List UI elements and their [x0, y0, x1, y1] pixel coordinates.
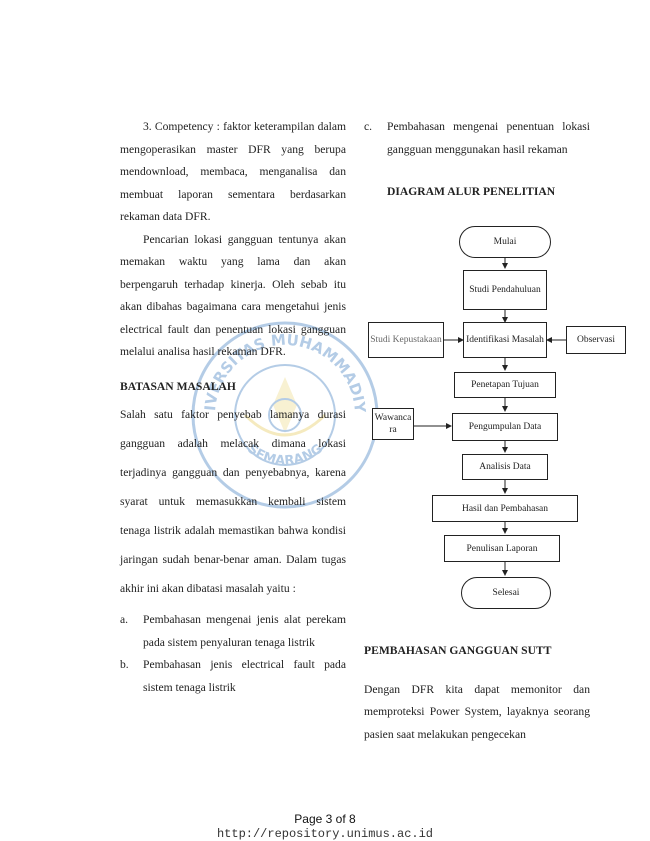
flow-identifikasi-masalah: Identifikasi Masalah [463, 322, 547, 358]
flow-pengumpulan-data: Pengumpulan Data [452, 413, 558, 441]
batasan-paragraph: Salah satu faktor penyebab lamanya duras… [120, 408, 346, 595]
list-item: b. Pembahasan jenis electrical fault pad… [120, 654, 346, 699]
search-paragraph: Pencarian lokasi gangguan tentunya akan … [120, 232, 346, 359]
section-heading-batasan: BATASAN MASALAH [120, 379, 236, 393]
flowchart-connectors [414, 258, 566, 576]
flow-end-selesai: Selesai [461, 577, 551, 609]
right-column-top: c. Pembahasan mengenai penentuan lokasi … [364, 116, 590, 204]
list-marker: a. [120, 613, 129, 626]
batasan-list: a. Pembahasan mengenai jenis alat pereka… [120, 609, 346, 699]
flow-wawancara: Wawanca ra [372, 408, 414, 440]
flow-studi-kepustakaan: Studi Kepustakaan [368, 322, 444, 358]
flow-penetapan-tujuan: Penetapan Tujuan [454, 372, 556, 398]
flow-observasi: Observasi [566, 326, 626, 354]
right-column-bottom: PEMBAHASAN GANGGUAN SUTT Dengan DFR kita… [364, 640, 590, 746]
flow-penulisan-laporan: Penulisan Laporan [444, 535, 560, 562]
research-flowchart: Mulai Studi Pendahuluan Studi Kepustakaa… [362, 222, 632, 614]
list-item: a. Pembahasan mengenai jenis alat pereka… [120, 609, 346, 654]
list-text: Pembahasan jenis electrical fault pada s… [143, 658, 346, 694]
list-marker: b. [120, 658, 129, 671]
flow-studi-pendahuluan: Studi Pendahuluan [463, 270, 547, 310]
pembahasan-paragraph: Dengan DFR kita dapat memonitor dan memp… [364, 682, 590, 741]
list-text: Pembahasan mengenai penentuan lokasi gan… [387, 120, 590, 156]
repository-url: http://repository.unimus.ac.id [216, 827, 434, 841]
list-text: Pembahasan mengenai jenis alat perekam p… [143, 613, 346, 649]
left-column: 3. Competency : faktor keterampilan dala… [120, 116, 346, 699]
competency-paragraph: 3. Competency : faktor keterampilan dala… [120, 120, 346, 223]
list-marker: c. [364, 120, 373, 133]
section-heading-pembahasan: PEMBAHASAN GANGGUAN SUTT [364, 644, 552, 657]
page-number: Page 3 of 8 [294, 812, 356, 826]
list-item: c. Pembahasan mengenai penentuan lokasi … [364, 116, 590, 161]
flow-hasil-pembahasan: Hasil dan Pembahasan [432, 495, 578, 522]
flow-start-mulai: Mulai [459, 226, 551, 258]
flow-analisis-data: Analisis Data [462, 454, 548, 480]
diagram-heading: DIAGRAM ALUR PENELITIAN [387, 185, 556, 198]
